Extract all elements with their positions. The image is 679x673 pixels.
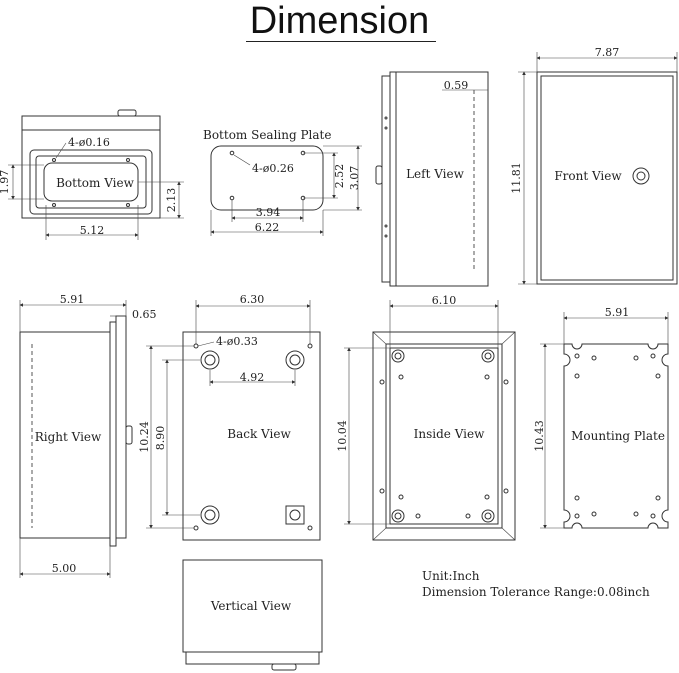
back-hole-dim: 4-ø0.33 — [216, 335, 258, 348]
back-height-dim: 10.24 — [138, 421, 151, 453]
left-depth-dim: 0.59 — [444, 79, 469, 92]
vertical-view-label: Vertical View — [210, 599, 292, 613]
front-width-dim: 7.87 — [595, 46, 620, 59]
tolerance-note: Dimension Tolerance Range:0.08inch — [422, 585, 650, 599]
front-view-label: Front View — [554, 169, 622, 183]
left-view-label: Left View — [406, 167, 465, 181]
bottom-hole-dim: 4-ø0.16 — [68, 136, 110, 149]
sealing-inner-height-dim: 2.52 — [333, 164, 346, 189]
front-height-dim: 11.81 — [510, 162, 523, 194]
left-view: 0.59 Left View — [375, 71, 489, 287]
back-hole-height-dim: 8.90 — [154, 426, 167, 451]
bottom-view: Bottom View 4-ø0.16 5.12 1.97 2.13 — [0, 109, 184, 240]
diagram-title: Dimension — [249, 0, 430, 42]
inside-view-label: Inside View — [414, 427, 485, 441]
sealing-inner-width-dim: 3.94 — [256, 206, 281, 219]
back-view-label: Back View — [227, 427, 291, 441]
unit-note: Unit:Inch — [422, 569, 480, 583]
sealing-plate-view: Bottom Sealing Plate 4-ø0.26 3.94 6.22 2… — [203, 128, 362, 236]
right-width-top-dim: 5.91 — [60, 293, 85, 306]
vertical-view: Vertical View — [182, 559, 323, 671]
title-underline — [246, 41, 436, 42]
right-view-label: Right View — [35, 430, 102, 444]
mounting-plate-label: Mounting Plate — [571, 429, 665, 443]
inside-height-dim: 10.04 — [336, 420, 349, 452]
inside-width-dim: 6.10 — [432, 294, 457, 307]
back-hole-spacing-dim: 4.92 — [240, 371, 265, 384]
inside-view: 6.10 10.04 Inside View — [336, 294, 516, 541]
sealing-width-dim: 6.22 — [255, 221, 280, 234]
mounting-width-dim: 5.91 — [605, 306, 630, 319]
mounting-plate-view: 5.91 10.43 Mounting Plate — [533, 306, 669, 529]
back-width-dim: 6.30 — [240, 293, 265, 306]
mounting-height-dim: 10.43 — [533, 420, 546, 452]
sealing-hole-dim: 4-ø0.26 — [252, 162, 294, 175]
bottom-width-dim: 5.12 — [80, 224, 105, 237]
front-view: 7.87 11.81 Front View — [510, 46, 678, 285]
bottom-height-left-dim: 1.97 — [0, 170, 11, 195]
bottom-height-right-dim: 2.13 — [165, 188, 178, 213]
right-width-bottom-dim: 5.00 — [52, 562, 77, 575]
bottom-view-label: Bottom View — [56, 176, 135, 190]
right-flange-dim: 0.65 — [132, 308, 157, 321]
back-view: 6.30 4-ø0.33 4.92 10.24 8.90 Back View — [138, 293, 321, 541]
right-view: 5.91 0.65 5.00 Right View — [19, 293, 157, 578]
sealing-plate-label: Bottom Sealing Plate — [203, 128, 331, 142]
sealing-height-dim: 3.07 — [348, 166, 361, 191]
